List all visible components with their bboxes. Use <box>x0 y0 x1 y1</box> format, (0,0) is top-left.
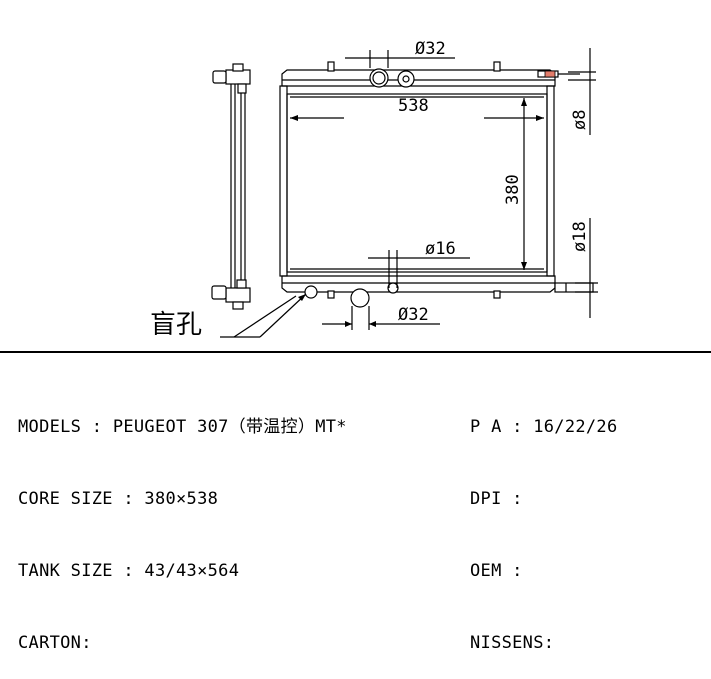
spec-oem: OEM : <box>470 561 523 581</box>
callout-label: 盲孔 <box>150 310 202 340</box>
dim-height-label: 380 <box>503 174 523 205</box>
spec-right-column: P A : 16/22/26 DPI : OEM : NISSENS: <box>470 367 618 679</box>
spec-models: MODELS : PEUGEOT 307（带温控）MT* <box>18 417 347 437</box>
spec-carton: CARTON: <box>18 633 92 653</box>
dim-width-label: 538 <box>398 96 429 116</box>
dim-right-top-label: ø8 <box>570 110 590 130</box>
front-view <box>279 61 594 308</box>
dimensions: Ø32 538 380 ø16 Ø32 ø8 ø18 <box>290 39 598 330</box>
dim-pipe-top-label: Ø32 <box>415 39 446 59</box>
radiator-drawing: Ø32 538 380 ø16 Ø32 ø8 ø18 <box>150 39 598 340</box>
spec-core-size: CORE SIZE : 380×538 <box>18 489 219 509</box>
spec-left-column: MODELS : PEUGEOT 307（带温控）MT* CORE SIZE :… <box>18 367 347 679</box>
blind-hole-callout: 盲孔 <box>150 293 307 340</box>
spec-tank-size: TANK SIZE : 43/43×564 <box>18 561 240 581</box>
spec-nissens: NISSENS: <box>470 633 555 653</box>
spec-pa: P A : 16/22/26 <box>470 417 618 437</box>
dim-pipe-bottom-label: Ø32 <box>398 305 429 325</box>
dim-right-bottom-label: ø18 <box>570 221 590 252</box>
side-view <box>211 63 251 310</box>
divider <box>0 351 711 353</box>
spec-dpi: DPI : <box>470 489 523 509</box>
dim-pipe-mid-label: ø16 <box>425 239 456 259</box>
